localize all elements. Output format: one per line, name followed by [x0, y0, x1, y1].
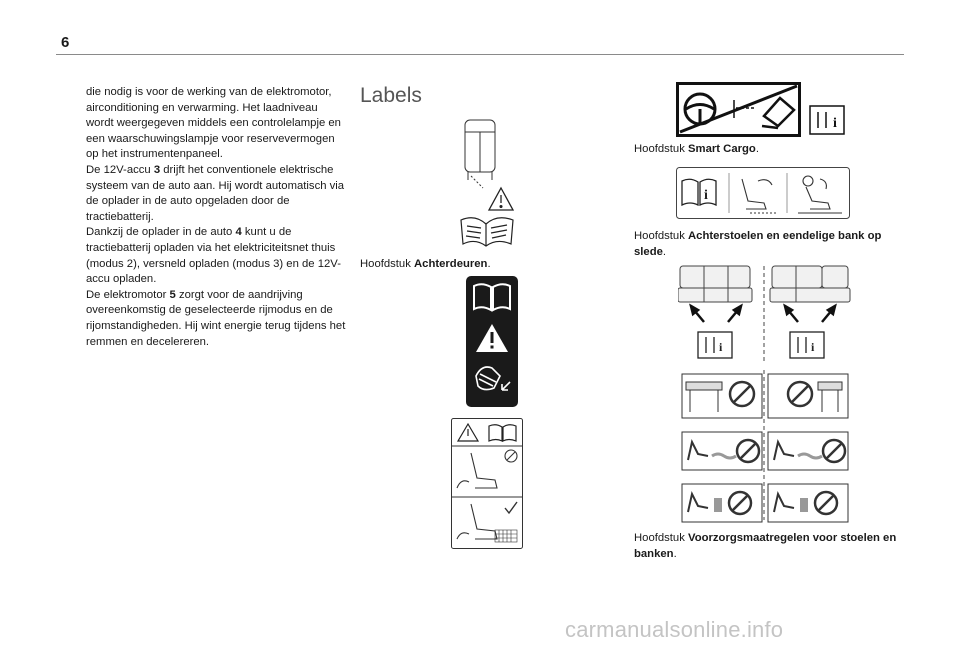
bench-seat-icon	[678, 265, 753, 303]
prohibited-icon	[504, 449, 518, 463]
watermark: carmanualsonline.info	[565, 617, 784, 642]
check-icon	[504, 501, 518, 515]
caption-achterstoelen: Hoofdstuk Achterstoelen en eendelige ban…	[634, 230, 882, 258]
warning-triangle-icon	[456, 422, 480, 442]
van-outline-icon	[464, 119, 496, 180]
slash-arrow-icon	[733, 100, 756, 118]
child-seat-warning-icon	[681, 373, 849, 419]
seat-warning-sticker: i	[466, 276, 518, 407]
airbag-seat-prohibited-icon	[681, 483, 849, 523]
caption-voorzorg: Hoofdstuk Voorzorgsmaatregelen voor stoe…	[634, 532, 897, 560]
warning-triangle-icon	[476, 324, 508, 352]
seat-icon	[456, 452, 498, 489]
grid-pattern-icon	[494, 529, 518, 543]
svg-text:i: i	[704, 188, 708, 203]
svg-text:i: i	[719, 340, 723, 354]
seat-instruction-label	[451, 418, 523, 549]
manual-book-icon	[473, 283, 511, 312]
seat-diagram-figure: i i	[678, 262, 852, 526]
section-title: Labels	[360, 84, 422, 107]
caption-achterdeuren: Hoofdstuk Achterdeuren.	[360, 258, 491, 270]
page-number: 6	[61, 34, 70, 51]
caption-smart-cargo: Hoofdstuk Smart Cargo.	[634, 143, 759, 155]
manual-book-icon	[697, 331, 825, 359]
rear-seats-label-figure: i	[676, 167, 850, 219]
rear-doors-label-figure	[455, 118, 517, 250]
bench-seat-icon	[769, 265, 851, 303]
laptop-icon	[761, 96, 796, 130]
manual-book-icon	[681, 178, 717, 207]
manual-book-icon	[488, 424, 517, 442]
header-divider	[56, 54, 904, 55]
manual-book-icon	[809, 105, 845, 135]
arrow-icon	[689, 303, 837, 323]
open-book-icon	[460, 217, 514, 247]
svg-text:i: i	[811, 340, 815, 354]
seat-belt-hand-icon	[475, 366, 511, 391]
paragraph: De elektromotor 5 zorgt voor de aandrijv…	[86, 288, 346, 348]
paragraph: De 12V-accu 3 drijft het conventionele e…	[86, 163, 345, 223]
airbag-seat-prohibited-icon	[681, 431, 849, 471]
paragraph: Dankzij de oplader in de auto 4 kunt u d…	[86, 226, 341, 286]
svg-text:i: i	[501, 293, 505, 307]
seat-adjust-icon	[741, 178, 776, 214]
svg-text:i: i	[833, 116, 837, 131]
smart-cargo-label-figure: i	[676, 82, 848, 138]
body-text-column: die nodig is voor de werking van de elek…	[86, 85, 348, 350]
seat-belt-icon	[798, 175, 842, 214]
warning-triangle-icon	[487, 186, 515, 211]
paragraph: die nodig is voor de werking van de elek…	[86, 86, 341, 161]
